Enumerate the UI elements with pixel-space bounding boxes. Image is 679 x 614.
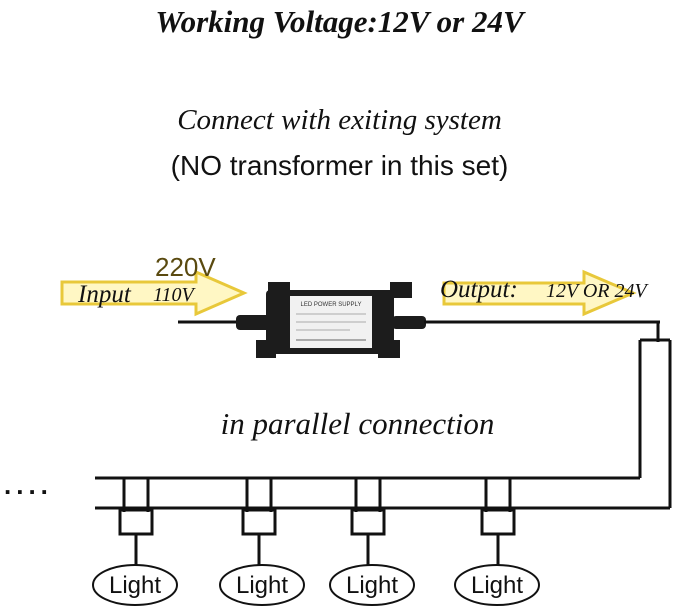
- page-title: Working Voltage:12V or 24V: [155, 4, 524, 39]
- light-2: Light: [219, 564, 305, 606]
- output-value: 12V OR 24V: [546, 280, 647, 302]
- light-1: Light: [92, 564, 178, 606]
- output-arrow: [442, 269, 637, 317]
- power-supply: LED POWER SUPPLY: [256, 282, 412, 358]
- light-tap-4: [480, 478, 516, 566]
- continuation-dots: ....: [4, 470, 53, 500]
- input-voltage-top: 220V: [155, 252, 216, 282]
- input-label: Input: [78, 281, 131, 308]
- subtitle-line-2: (NO transformer in this set): [170, 150, 509, 181]
- input-cable-sleeve: [236, 315, 270, 330]
- light-3: Light: [329, 564, 415, 606]
- light-label: Light: [471, 572, 523, 599]
- output-label: Output:: [440, 276, 518, 303]
- light-label: Light: [346, 572, 398, 599]
- light-tap-1: [118, 478, 154, 566]
- light-tap-2: [241, 478, 277, 566]
- light-4: Light: [454, 564, 540, 606]
- input-value: 110V: [153, 284, 194, 306]
- connection-label: in parallel connection: [220, 406, 495, 441]
- psu-label: LED POWER SUPPLY: [301, 302, 362, 308]
- output-cable-sleeve: [392, 316, 426, 329]
- input-arrow: [60, 269, 248, 317]
- light-label: Light: [109, 572, 161, 599]
- subtitle-line-1: Connect with exiting system: [177, 104, 502, 136]
- light-label: Light: [236, 572, 288, 599]
- light-tap-3: [350, 478, 386, 566]
